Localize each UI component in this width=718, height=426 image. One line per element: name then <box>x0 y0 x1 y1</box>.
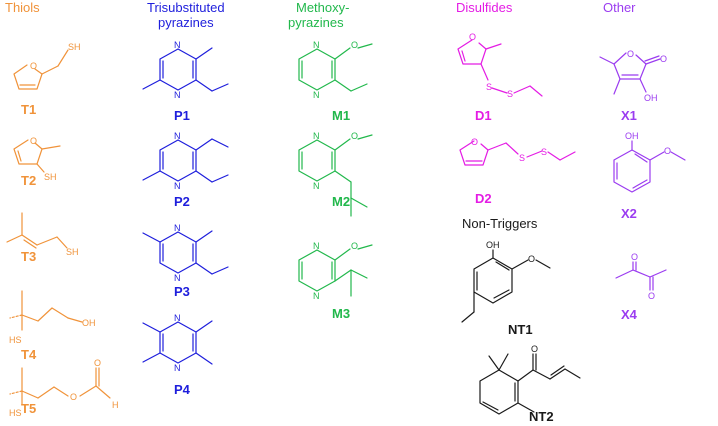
p2-n4: N <box>174 181 181 191</box>
label-t2: T2 <box>21 173 36 188</box>
structure-m3 <box>298 244 373 297</box>
nt2-oxygen: O <box>531 344 538 354</box>
p3-n1: N <box>174 223 181 233</box>
header-pyrazines-line2: pyrazines <box>158 15 214 30</box>
p1-n4: N <box>174 90 181 100</box>
x4-oxygen-1: O <box>631 252 638 262</box>
structure-p3 <box>142 230 229 275</box>
label-p4: P4 <box>174 382 191 397</box>
label-t5: T5 <box>21 401 36 416</box>
label-p3: P3 <box>174 284 190 299</box>
d2-sulfur-2: S <box>541 147 547 157</box>
label-t1: T1 <box>21 102 36 117</box>
m1-n1: N <box>313 40 320 50</box>
t2-oxygen: O <box>30 136 37 146</box>
x2-hydroxyl: OH <box>625 131 639 141</box>
structure-m2 <box>298 134 373 217</box>
header-thiols: Thiols <box>5 0 40 15</box>
x1-carbonyl-oxygen: O <box>660 54 667 64</box>
label-t4: T4 <box>21 347 37 362</box>
header-pyrazines-line1: Trisubstituted <box>147 0 225 15</box>
m2-n1: N <box>313 131 320 141</box>
p3-n4: N <box>174 273 181 283</box>
x1-ring-oxygen: O <box>627 49 634 59</box>
structure-t5 <box>9 367 111 405</box>
structure-t4 <box>9 290 83 331</box>
t3-thiol: SH <box>66 247 79 257</box>
m3-n1: N <box>313 241 320 251</box>
t1-oxygen: O <box>30 61 37 71</box>
header-nontriggers: Non-Triggers <box>462 216 538 231</box>
nt1-oxygen: O <box>528 254 535 264</box>
label-t3: T3 <box>21 249 36 264</box>
structure-t2 <box>13 139 61 173</box>
structure-t3 <box>6 212 68 249</box>
structure-x2 <box>613 140 686 193</box>
t5-carbonyl-oxygen: O <box>94 358 101 368</box>
structure-nt2 <box>479 353 581 415</box>
label-x4: X4 <box>621 307 638 322</box>
header-other: Other <box>603 0 636 15</box>
d1-sulfur-1: S <box>486 82 492 92</box>
t4-thiol: HS <box>9 335 22 345</box>
structure-d2 <box>459 140 576 166</box>
header-methoxy-line1: Methoxy- <box>296 0 349 15</box>
label-x2: X2 <box>621 206 637 221</box>
header-disulfides: Disulfides <box>456 0 513 15</box>
label-nt1: NT1 <box>508 322 533 337</box>
p4-n4: N <box>174 363 181 373</box>
label-p2: P2 <box>174 194 190 209</box>
structure-x1 <box>599 52 661 95</box>
d1-oxygen: O <box>469 32 476 42</box>
t2-thiol: SH <box>44 172 57 182</box>
structure-t1 <box>13 49 69 90</box>
m2-oxygen: O <box>351 131 358 141</box>
label-nt2: NT2 <box>529 409 554 424</box>
m1-oxygen: O <box>351 40 358 50</box>
label-x1: X1 <box>621 108 637 123</box>
structure-p2 <box>142 138 229 183</box>
x2-oxygen: O <box>664 146 671 156</box>
structure-nt1 <box>461 249 551 323</box>
p4-n1: N <box>174 313 181 323</box>
label-p1: P1 <box>174 108 190 123</box>
t5-thiol: HS <box>9 408 22 418</box>
label-m2: M2 <box>332 194 350 209</box>
m3-n4: N <box>313 291 320 301</box>
p2-n1: N <box>174 131 181 141</box>
m3-oxygen: O <box>351 241 358 251</box>
structure-m1 <box>298 43 373 92</box>
label-d2: D2 <box>475 191 492 206</box>
structure-x4 <box>615 261 667 291</box>
p1-n1: N <box>174 40 181 50</box>
header-methoxy-line2: pyrazines <box>288 15 344 30</box>
t1-thiol: SH <box>68 42 81 52</box>
x1-hydroxyl: OH <box>644 93 658 103</box>
d2-sulfur-1: S <box>519 153 525 163</box>
structure-p4 <box>142 320 213 365</box>
structure-d1 <box>457 39 543 97</box>
d1-sulfur-2: S <box>507 89 513 99</box>
t5-hydrogen: H <box>112 400 119 410</box>
t5-ester-oxygen: O <box>70 392 77 402</box>
m1-n4: N <box>313 90 320 100</box>
label-d1: D1 <box>475 108 492 123</box>
label-m1: M1 <box>332 108 350 123</box>
t4-hydroxyl: OH <box>82 318 96 328</box>
label-m3: M3 <box>332 306 350 321</box>
m2-n4: N <box>313 181 320 191</box>
x4-oxygen-2: O <box>648 291 655 301</box>
d2-oxygen: O <box>471 137 478 147</box>
structure-p1 <box>142 47 229 92</box>
nt1-hydroxyl: OH <box>486 240 500 250</box>
